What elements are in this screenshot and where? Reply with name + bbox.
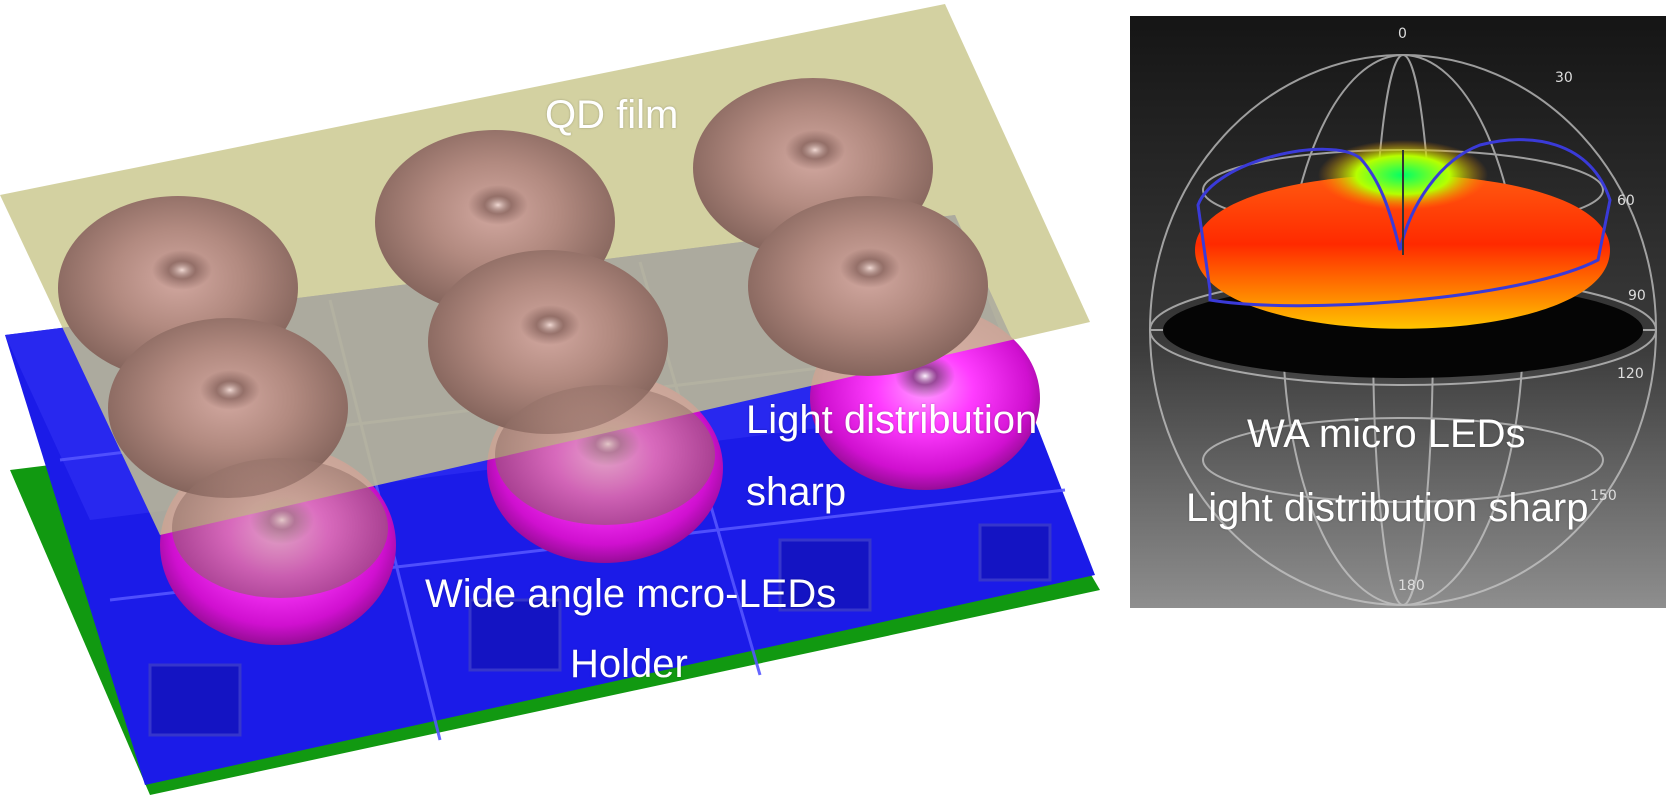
filtered-tori <box>58 78 988 598</box>
wa-leds-label: WA micro LEDs <box>1247 412 1526 456</box>
torus <box>172 458 388 598</box>
tick-label: 30 <box>1555 70 1573 86</box>
light-distribution-panel: 0 30 60 90 120 150 180 <box>1130 16 1666 608</box>
distribution-outline <box>1196 138 1612 308</box>
torus <box>748 196 988 376</box>
polar-tick-labels: 0 30 60 90 120 150 180 <box>1398 26 1646 594</box>
holder-label: Holder <box>570 642 688 686</box>
tick-label: 60 <box>1617 193 1635 209</box>
light-distribution-label-line2: sharp <box>746 470 847 514</box>
led-array-diagram <box>0 4 1100 795</box>
wa-light-distribution-label: Light distribution sharp <box>1186 486 1589 530</box>
light-distribution-label-line1: Light distribution <box>746 398 1038 442</box>
torus <box>495 385 715 525</box>
tick-label: 90 <box>1628 288 1646 304</box>
tick-label: 150 <box>1590 488 1617 504</box>
intensity-donut <box>1195 138 1612 329</box>
torus <box>108 318 348 498</box>
tick-label: 0 <box>1398 26 1407 42</box>
wide-angle-leds-label: Wide angle mcro-LEDs <box>425 572 837 616</box>
qd-film-label: QD film <box>545 93 679 137</box>
tick-label: 180 <box>1398 578 1425 594</box>
tick-label: 120 <box>1617 366 1644 382</box>
